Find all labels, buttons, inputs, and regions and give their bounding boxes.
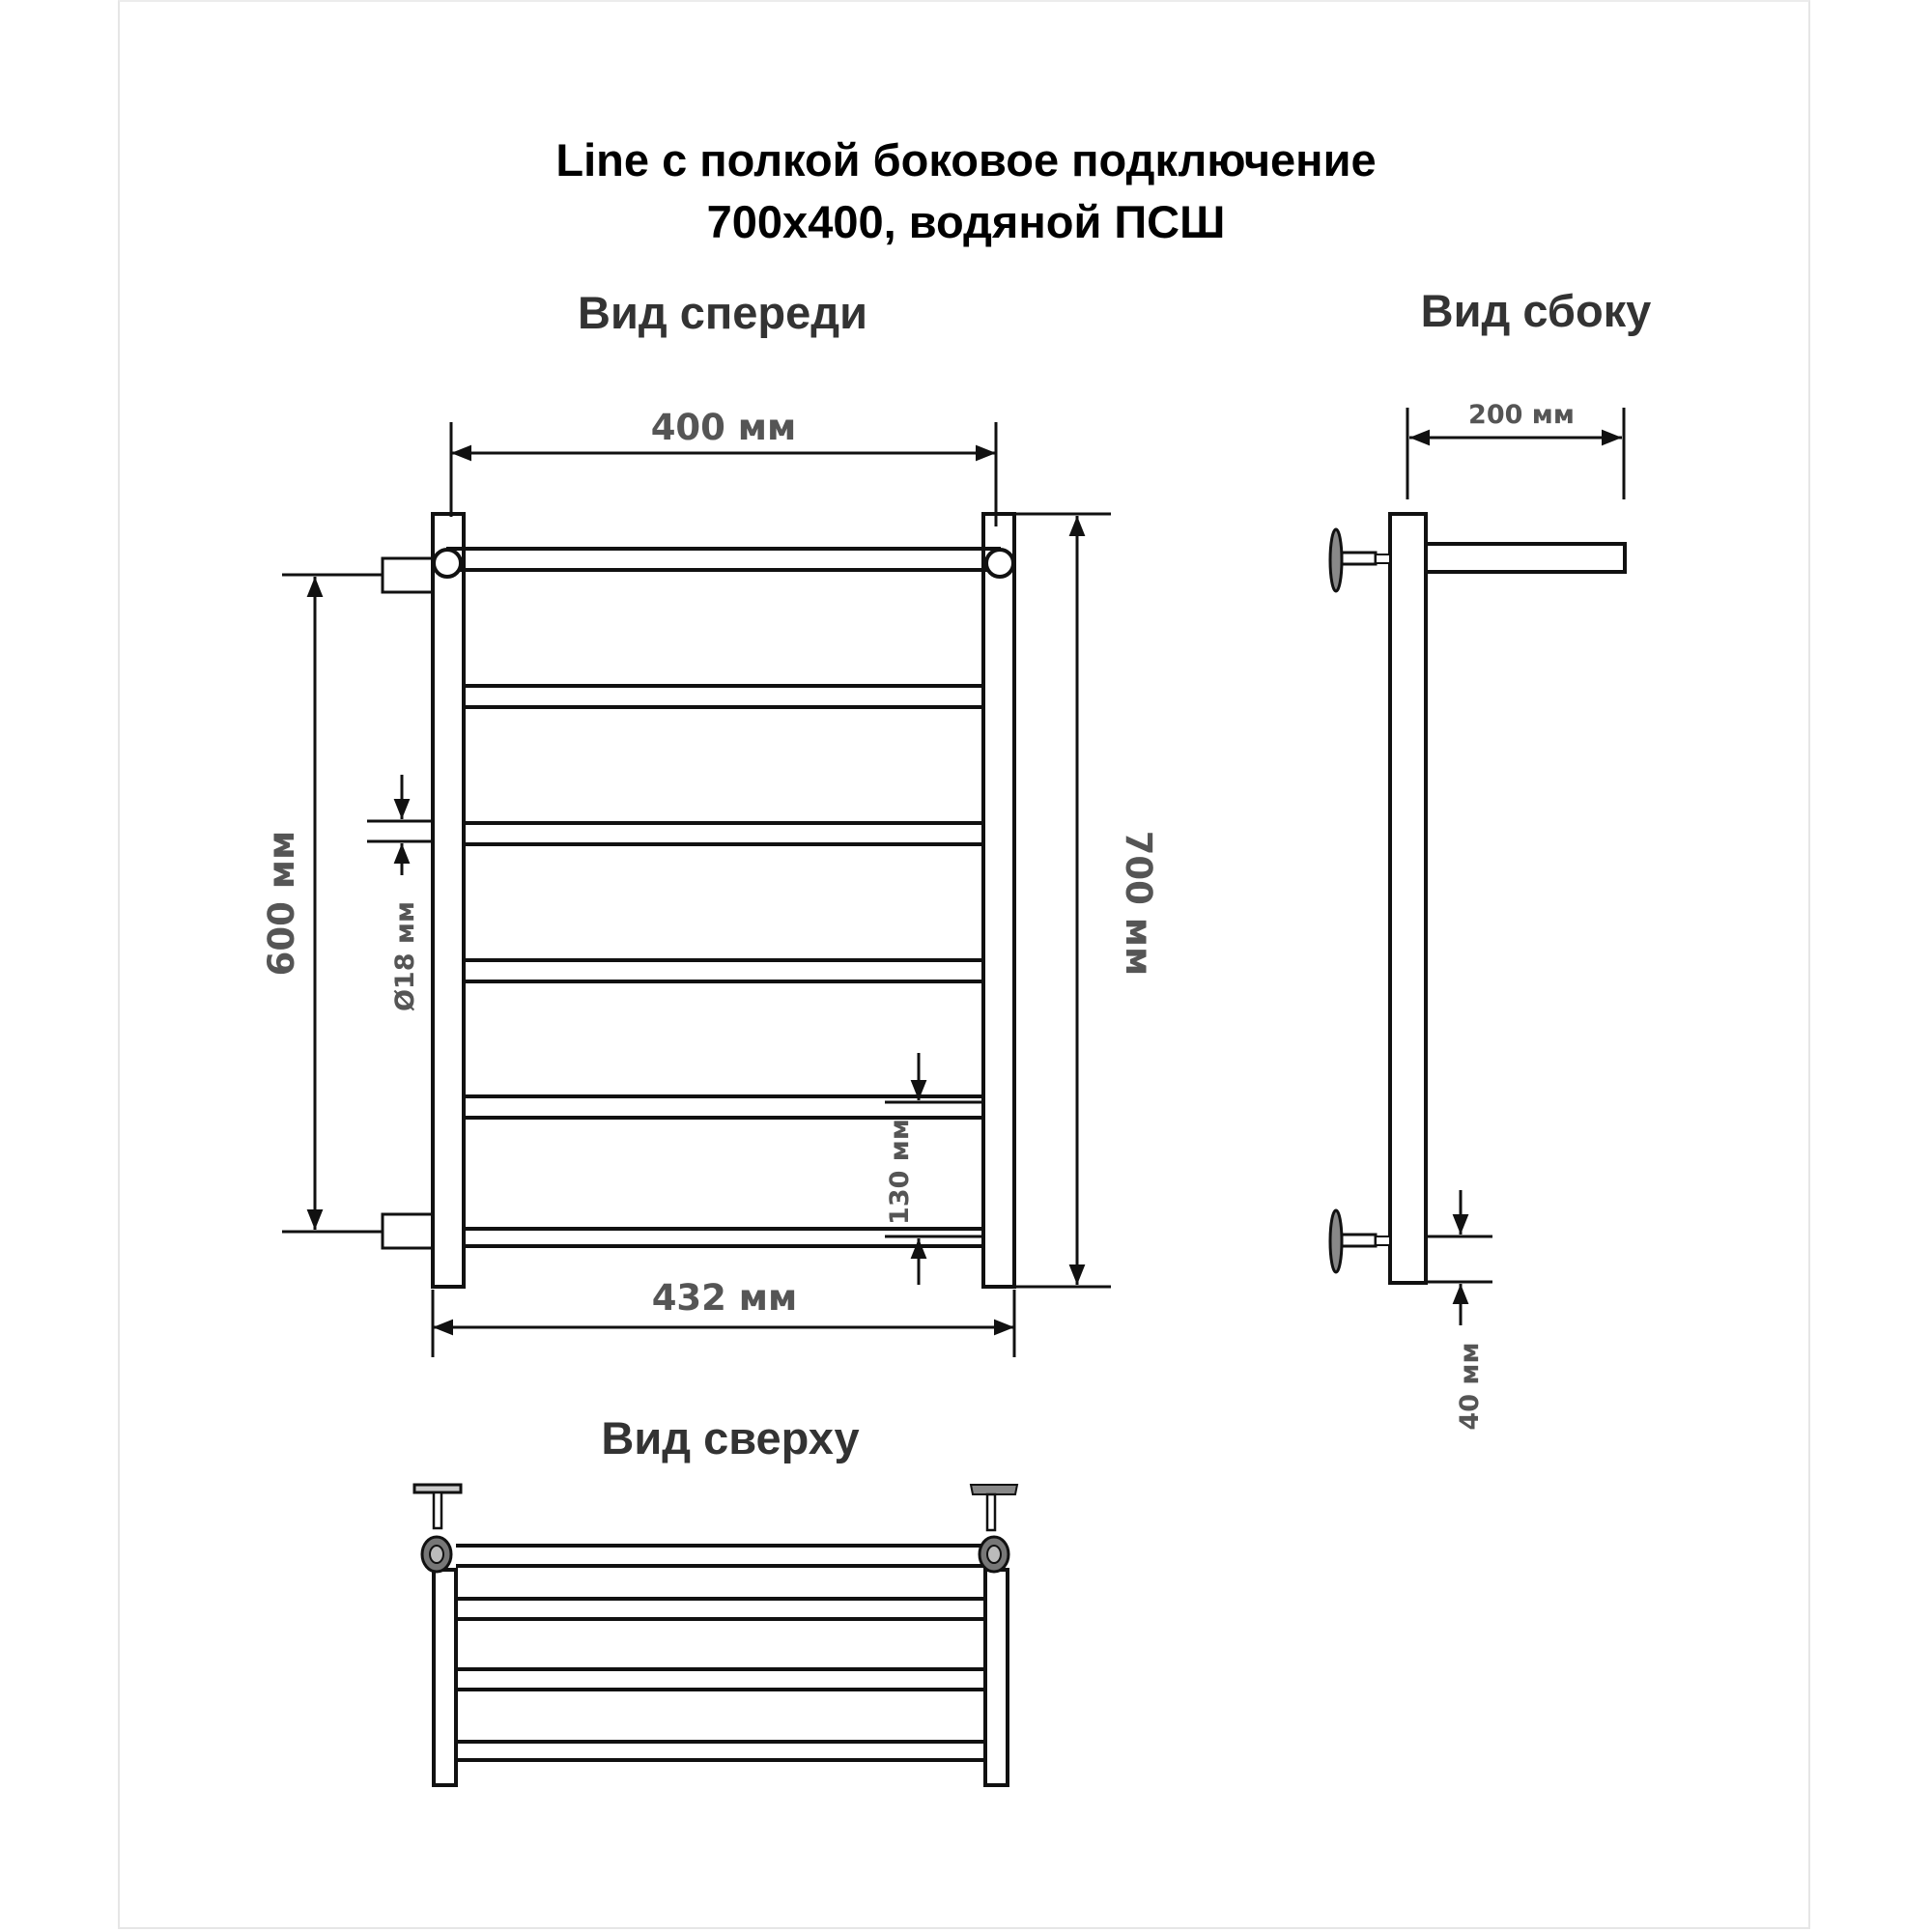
dim-130: 130 мм [885,1119,915,1225]
dim-600: 600 мм [261,831,302,977]
right-post [981,512,1016,1289]
right-joint [984,548,1015,579]
dim-432: 432 мм [652,1277,798,1319]
side-post [1388,512,1428,1285]
title-line-2: 700x400, водяной ПСШ [707,196,1226,247]
dim-400: 400 мм [651,407,797,448]
page-frame [118,0,1810,1929]
top-view [412,1483,1019,1787]
left-post [431,512,466,1289]
side-view-heading: Вид сбоку [1421,285,1652,336]
upper-wall-mount [1328,527,1391,593]
top-right-post [983,1568,1009,1787]
front-view: 400 мм 432 мм 600 мм 700 мм Ø18 мм 130 м… [261,407,1159,1357]
title-line-1: Line с полкой боковое подключение [555,134,1376,185]
side-shelf [1424,542,1627,574]
top-left-mount [412,1483,463,1574]
top-rails [456,1544,985,1762]
lower-connector [381,1212,433,1250]
dim-40: 40 мм [1455,1342,1485,1430]
front-view-heading: Вид спереди [578,287,867,338]
top-left-post [432,1568,458,1787]
left-joint [432,548,463,579]
dim-700: 700 мм [1118,831,1159,977]
shelf-bar [446,547,1001,572]
rails [464,684,983,1248]
top-view-heading: Вид сверху [601,1412,859,1463]
top-right-mount [969,1484,1019,1574]
upper-connector [381,556,433,594]
dim-pipe-diameter: Ø18 мм [390,901,420,1011]
lower-wall-mount [1328,1208,1391,1274]
side-view: 200 мм 40 мм [1328,400,1627,1431]
dim-200: 200 мм [1468,400,1575,430]
